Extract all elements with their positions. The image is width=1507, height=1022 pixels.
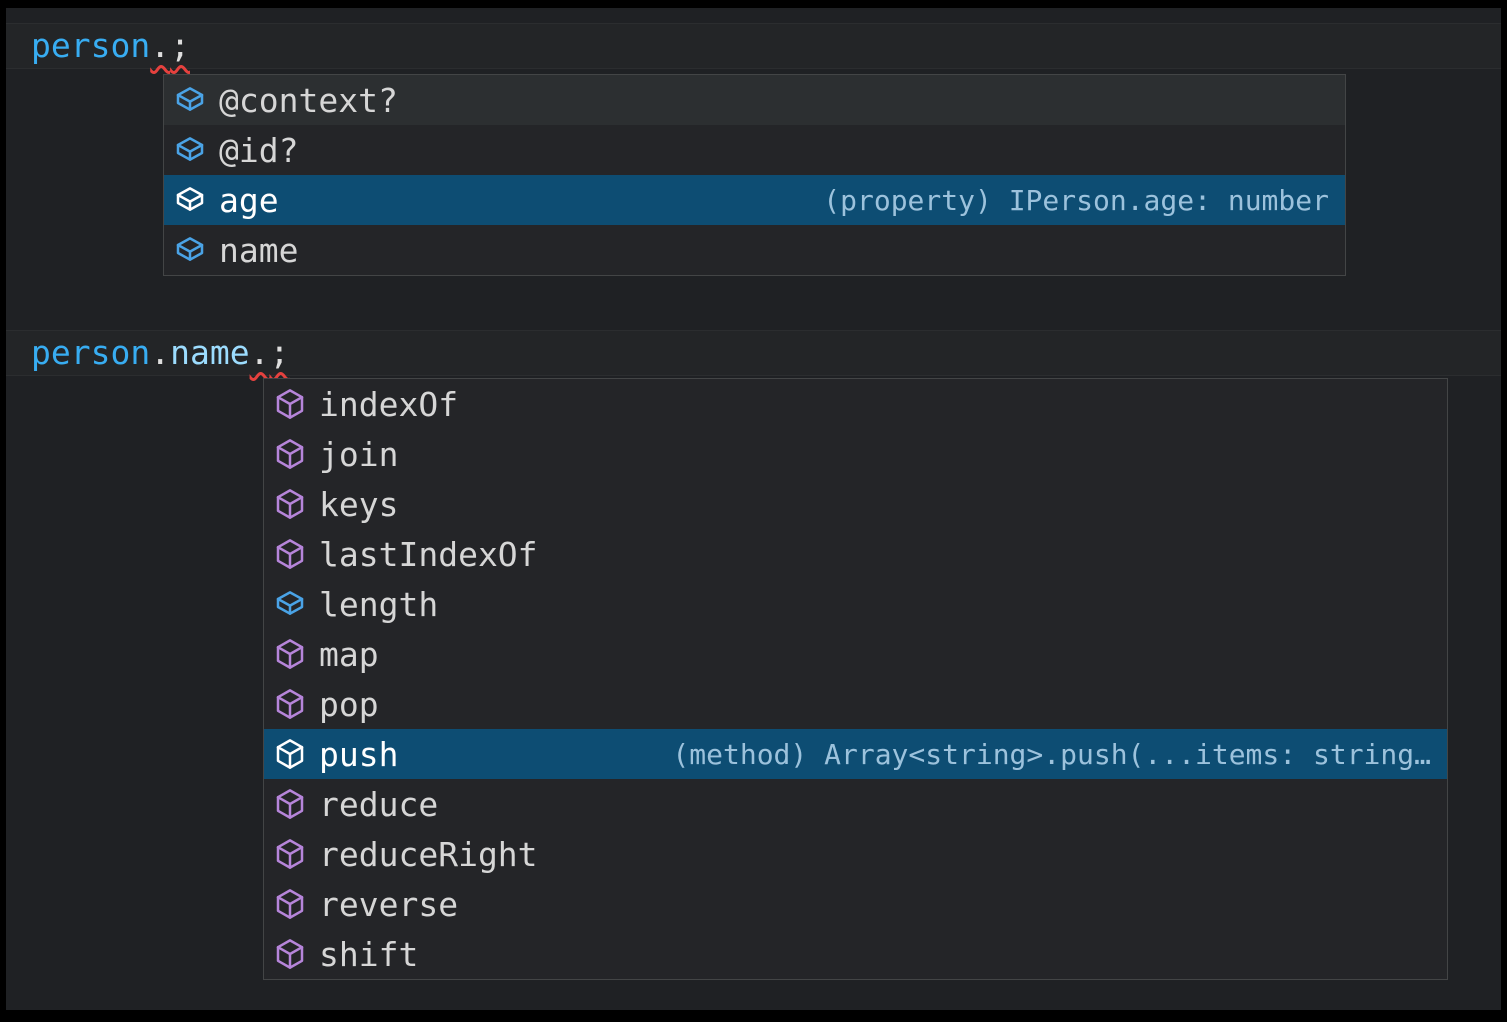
suggest-item-label: @id? (219, 130, 299, 170)
suggest-item-name[interactable]: name (164, 225, 1345, 275)
suggest-item-label: pop (319, 684, 379, 724)
suggest-item-detail: (property) IPerson.age: number (823, 183, 1329, 217)
editor[interactable]: person.; @context? @id? age (property) IPer… (6, 8, 1501, 1010)
suggest-item-pop[interactable]: pop (264, 679, 1447, 729)
suggest-item-label: join (319, 434, 399, 474)
suggest-item-label: @context? (219, 80, 398, 120)
suggest-item-label: push (319, 734, 399, 774)
suggest-item-label: reduceRight (319, 834, 538, 874)
symbol-method-icon (274, 538, 306, 570)
suggest-item-keys[interactable]: keys (264, 479, 1447, 529)
symbol-field-icon (274, 588, 306, 620)
suggest-item-id[interactable]: @id? (164, 125, 1345, 175)
suggest-item-length[interactable]: length (264, 579, 1447, 629)
suggest-item-label: length (319, 584, 439, 624)
symbol-method-icon (274, 838, 306, 870)
code-token-punctuation-error: . (150, 26, 171, 65)
symbol-method-icon (274, 788, 306, 820)
suggest-item-context[interactable]: @context? (164, 75, 1345, 125)
suggest-item-map[interactable]: map (264, 629, 1447, 679)
symbol-method-icon (274, 738, 306, 770)
symbol-method-icon (274, 488, 306, 520)
symbol-field-icon (174, 134, 206, 166)
symbol-method-icon (274, 438, 306, 470)
code-token-variable: person (31, 333, 151, 372)
suggest-item-join[interactable]: join (264, 429, 1447, 479)
symbol-field-icon (174, 234, 206, 266)
suggest-widget-person: @context? @id? age (property) IPerson.age: … (163, 74, 1346, 276)
suggest-item-label: age (219, 180, 279, 220)
suggest-item-label: map (319, 634, 379, 674)
suggest-item-push[interactable]: push (method) Array<string>.push(...items… (264, 729, 1447, 779)
symbol-method-icon (274, 888, 306, 920)
suggest-item-label: name (219, 230, 299, 270)
symbol-field-icon (174, 84, 206, 116)
suggest-item-reduceright[interactable]: reduceRight (264, 829, 1447, 879)
suggest-item-label: indexOf (319, 384, 459, 424)
code-token-variable: person (31, 26, 151, 65)
suggest-item-shift[interactable]: shift (264, 929, 1447, 979)
symbol-method-icon (274, 388, 306, 420)
code-token-punctuation-error: ; (269, 333, 290, 372)
suggest-item-indexof[interactable]: indexOf (264, 379, 1447, 429)
code-line-1[interactable]: person.; (6, 23, 1501, 69)
code-token-punctuation-error: . (249, 333, 270, 372)
code-token-punctuation: . (150, 333, 171, 372)
suggest-item-reduce[interactable]: reduce (264, 779, 1447, 829)
suggest-item-label: keys (319, 484, 399, 524)
symbol-field-icon (174, 184, 206, 216)
suggest-item-age[interactable]: age (property) IPerson.age: number (164, 175, 1345, 225)
symbol-method-icon (274, 638, 306, 670)
suggest-item-label: reverse (319, 884, 459, 924)
code-token-property: name (170, 333, 250, 372)
suggest-item-label: shift (319, 934, 419, 974)
code-line-2[interactable]: person.name.; (6, 330, 1501, 376)
suggest-widget-string: indexOf join keys lastIndexOf length map pop pu… (263, 378, 1448, 980)
suggest-item-detail: (method) Array<string>.push(...items: st… (672, 737, 1431, 771)
symbol-method-icon (274, 688, 306, 720)
suggest-item-lastindexof[interactable]: lastIndexOf (264, 529, 1447, 579)
suggest-item-label: reduce (319, 784, 439, 824)
symbol-method-icon (274, 938, 306, 970)
suggest-item-reverse[interactable]: reverse (264, 879, 1447, 929)
suggest-item-label: lastIndexOf (319, 534, 538, 574)
code-token-punctuation-error: ; (170, 26, 190, 65)
